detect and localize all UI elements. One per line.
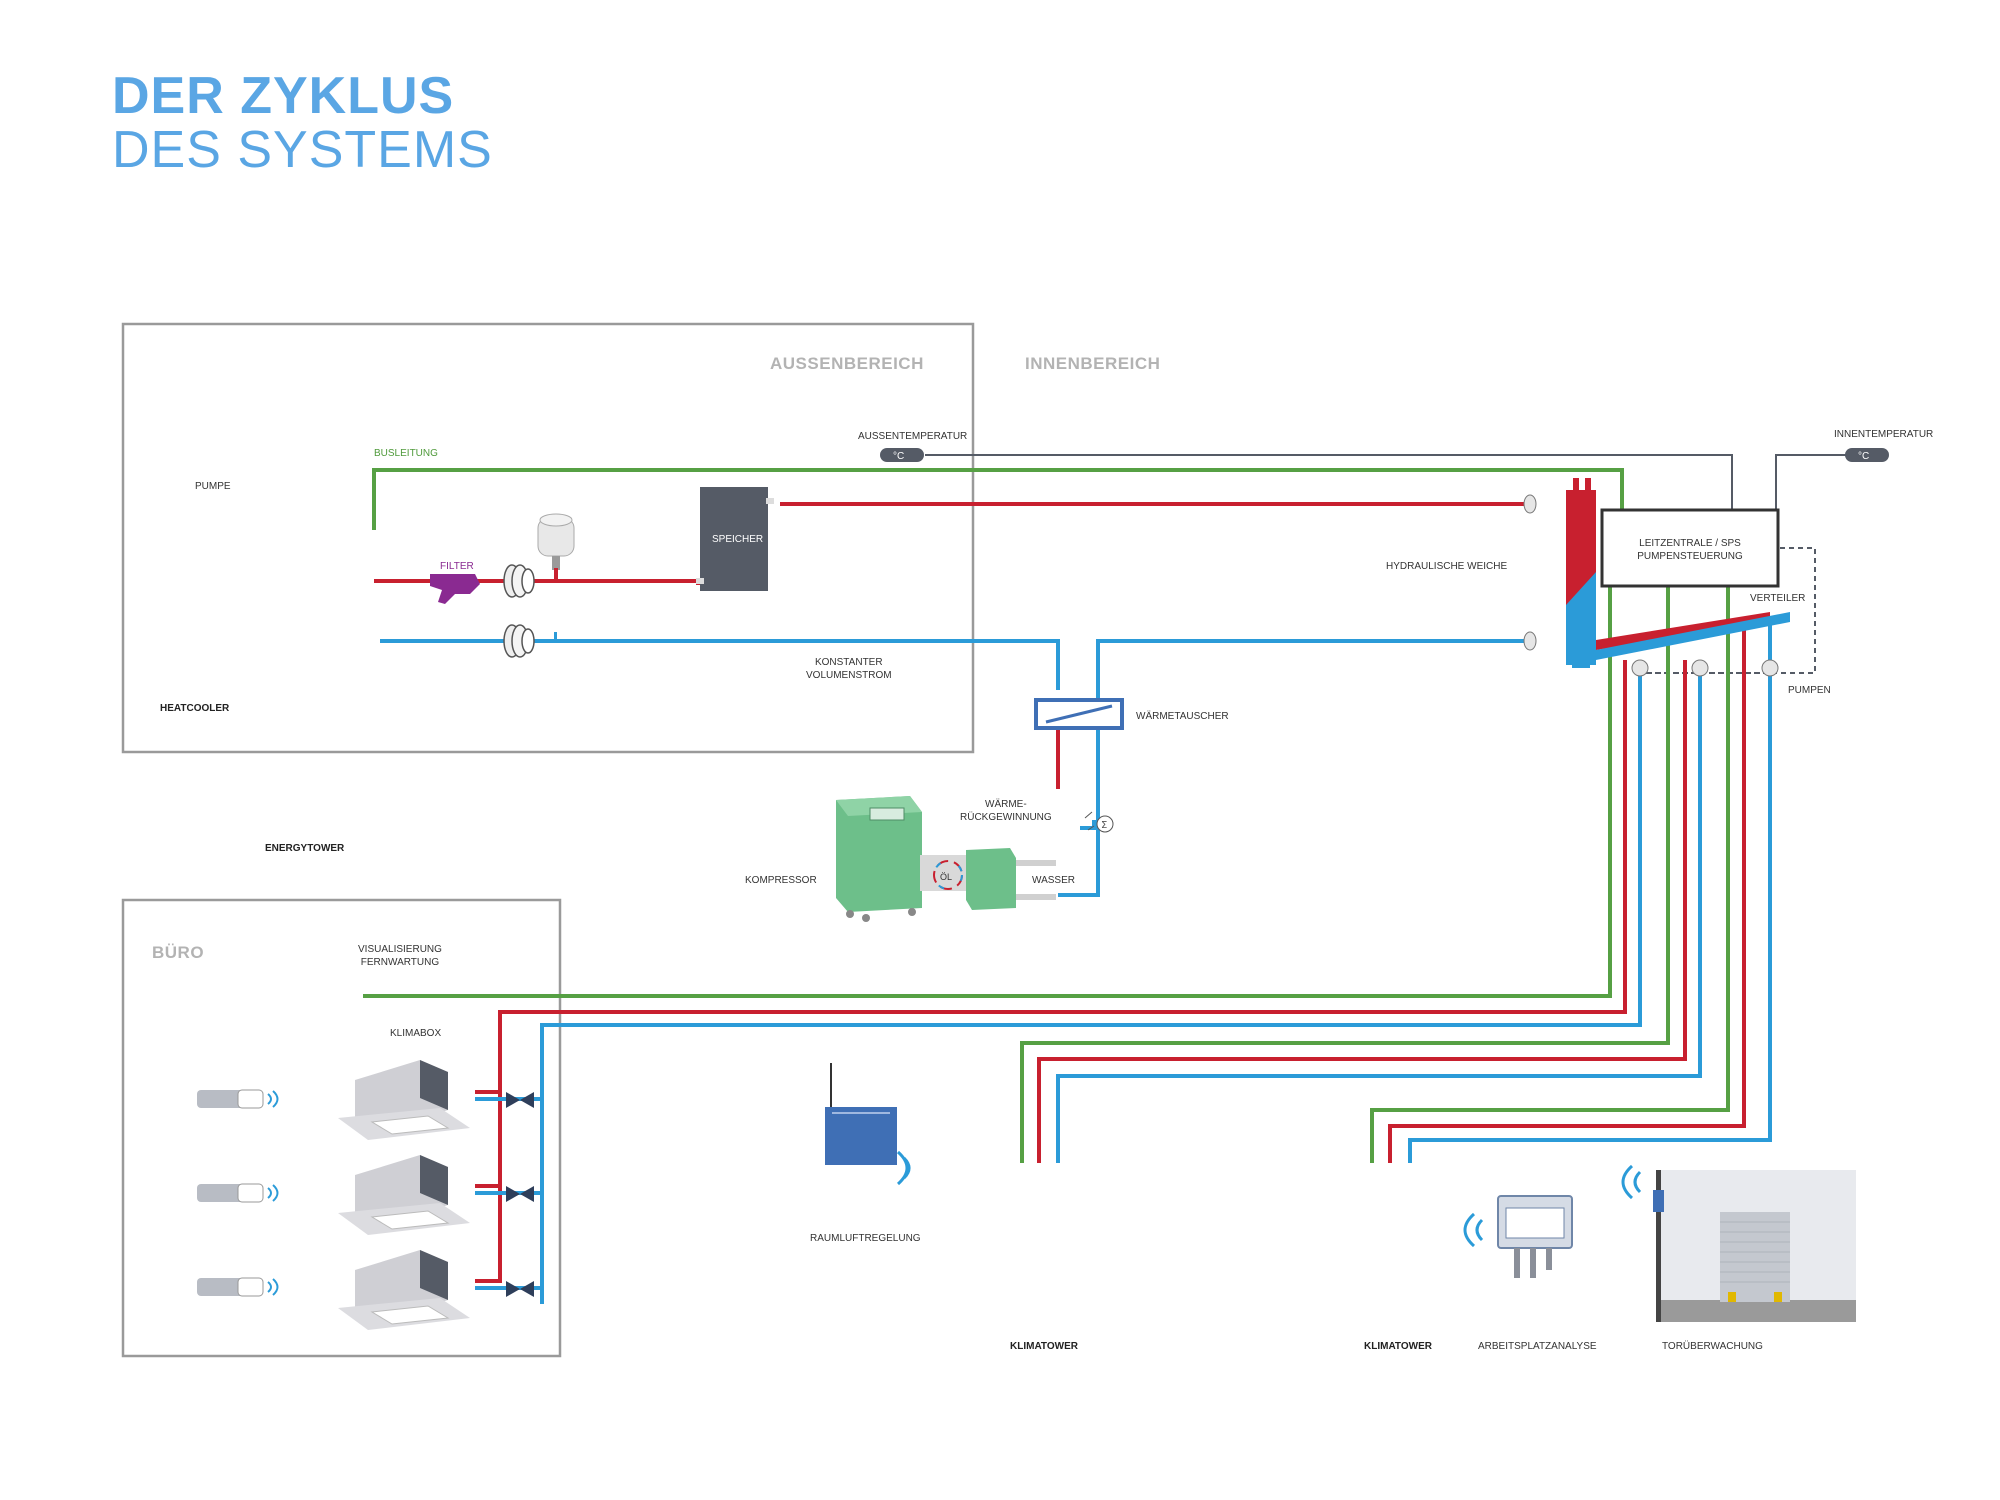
control-center-label: LEITZENTRALE / SPS PUMPENSTEUERUNG xyxy=(1637,538,1743,562)
climate-box-label: KLIMABOX xyxy=(390,1028,442,1039)
speicher-label: SPEICHER xyxy=(712,534,763,545)
pump-label: PUMPE xyxy=(195,481,231,492)
climate-box-2 xyxy=(338,1155,470,1235)
room-air-label: RAUMLUFTREGELUNG xyxy=(810,1233,921,1244)
region-outdoor: AUSSENBEREICH xyxy=(770,354,924,373)
workplace-analysis-icon xyxy=(1463,1195,1573,1278)
temp-badges xyxy=(880,448,1889,462)
outdoor-frame xyxy=(121,322,975,754)
distributor-label: VERTEILER xyxy=(1750,593,1806,604)
climate-box-3 xyxy=(338,1250,470,1330)
water-label: WASSER xyxy=(1032,875,1075,886)
title-line-2: DES SYSTEMS xyxy=(112,121,493,179)
compressor-label: KOMPRESSOR xyxy=(745,875,817,886)
region-office: BÜRO xyxy=(152,943,205,962)
filter-label: FILTER xyxy=(440,561,474,572)
thermostats xyxy=(197,1089,279,1297)
heat-recovery-label: WÄRME- RÜCKGEWINNUNG xyxy=(960,799,1052,823)
heat-exchanger-label: WÄRMETAUSCHER xyxy=(1136,711,1229,722)
hydraulic-switch-label: HYDRAULISCHE WEICHE xyxy=(1386,561,1508,572)
office-frame xyxy=(121,898,562,1358)
klimatower-label-2: KLIMATOWER xyxy=(1364,1341,1432,1352)
bus-label: BUSLEITUNG xyxy=(374,448,438,459)
heatcooler-label: HEATCOOLER xyxy=(160,703,230,714)
region-indoor: INNENBEREICH xyxy=(1025,354,1161,373)
room-air-controller-icon xyxy=(825,1063,911,1186)
compressor-icon xyxy=(836,796,1056,922)
workplace-analysis-label: ARBEITSPLATZANALYSE xyxy=(1478,1341,1597,1352)
svg-text:Σ: Σ xyxy=(1101,820,1107,831)
klimatower-label-1: KLIMATOWER xyxy=(1010,1341,1078,1352)
hot-lines xyxy=(374,502,1746,1283)
valves xyxy=(506,1092,534,1297)
filter-icon xyxy=(430,574,480,604)
indoor-temp-badge-text: °C xyxy=(1858,451,1869,462)
heat-recovery-sensor: Σ xyxy=(1084,811,1114,833)
outdoor-temp-badge-text: °C xyxy=(893,451,904,462)
climate-box-1 xyxy=(338,1060,470,1140)
visualization-label: VISUALISIERUNG FERNWARTUNG xyxy=(358,944,442,968)
hydraulic-switch xyxy=(1566,478,1790,668)
control-center-box xyxy=(1600,508,1780,588)
pump-icon-hot xyxy=(503,564,535,598)
pumps-label: PUMPEN xyxy=(1788,685,1831,696)
expansion-vessel-icon xyxy=(537,513,575,582)
switch-fittings xyxy=(1523,494,1779,677)
bus-lines xyxy=(363,468,1730,1163)
title-line-1: DER ZYKLUS xyxy=(112,67,455,125)
oel-label: ÖL xyxy=(940,872,952,882)
heat-exchanger-icon xyxy=(1034,698,1124,730)
gate-monitoring-icon xyxy=(1621,1164,1856,1322)
constant-flow-label: KONSTANTER VOLUMENSTROM xyxy=(806,657,892,681)
gate-monitoring-label: TORÜBERWACHUNG xyxy=(1662,1341,1763,1352)
indoor-temp-label: INNENTEMPERATUR xyxy=(1834,429,1934,440)
energytower-label: ENERGYTOWER xyxy=(265,843,345,854)
pump-icon-cold xyxy=(503,624,535,658)
outdoor-temp-label: AUSSENTEMPERATUR xyxy=(858,431,968,442)
storage-tank xyxy=(700,487,768,591)
